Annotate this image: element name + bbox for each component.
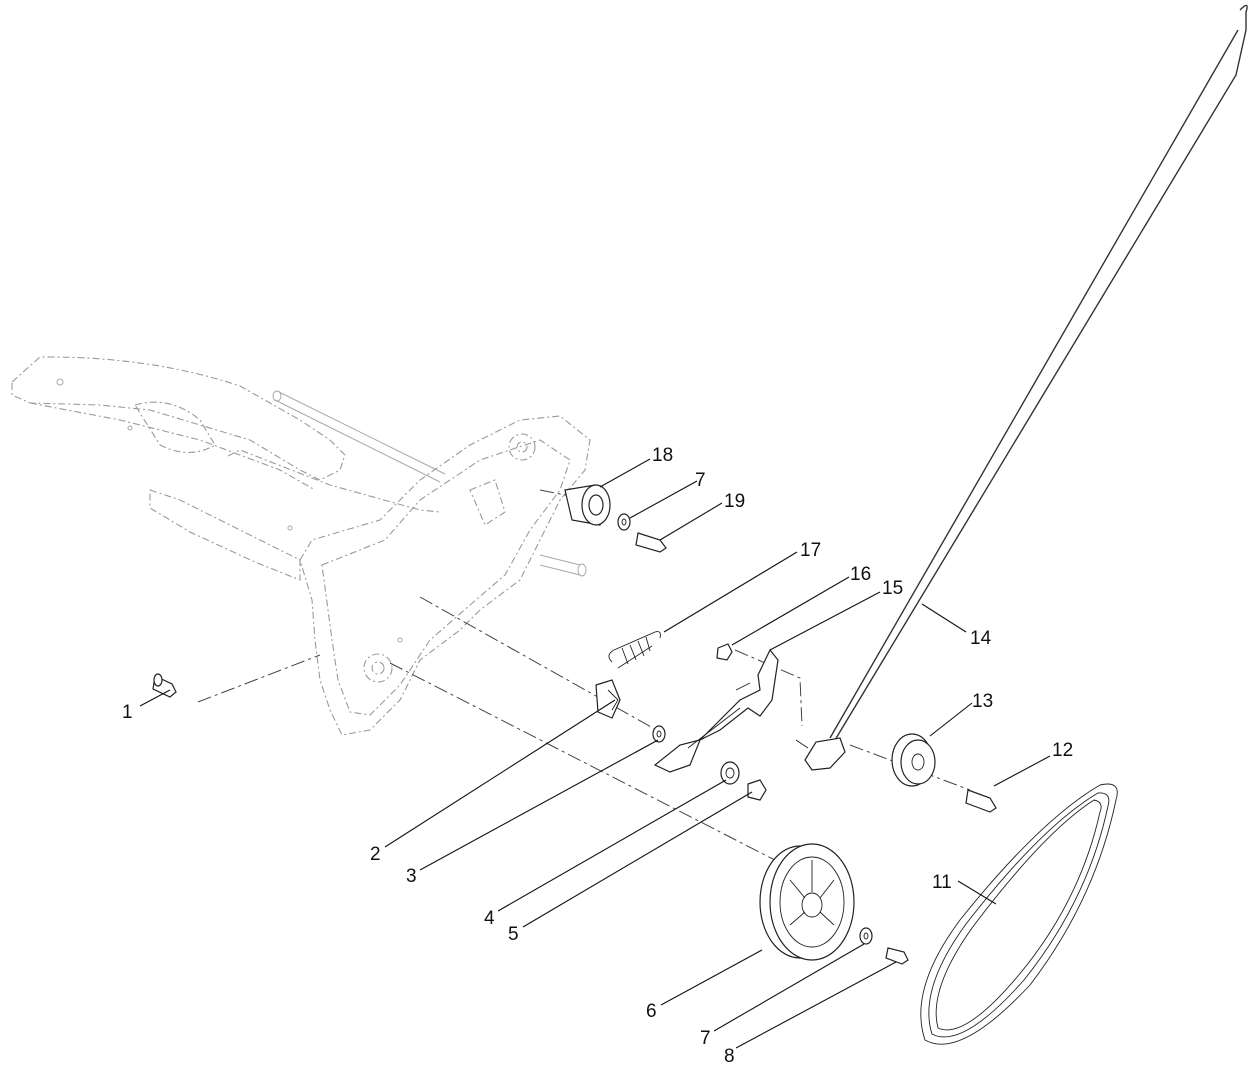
ghost-frame-housing bbox=[11, 356, 591, 736]
callout-7-lower: 7 bbox=[700, 1028, 711, 1049]
bolt-part-1 bbox=[152, 673, 177, 698]
cable-anchor-bracket bbox=[795, 737, 846, 771]
callout-labels: 1 2 3 4 5 6 7 7 8 11 12 13 14 15 16 17 1… bbox=[122, 445, 1073, 1067]
leader-lines bbox=[139, 458, 1051, 1049]
idler-arm-part-15 bbox=[653, 648, 779, 773]
bolt-part-19 bbox=[635, 532, 667, 553]
callout-17: 17 bbox=[800, 540, 821, 561]
callout-15: 15 bbox=[882, 578, 903, 599]
callout-3: 3 bbox=[406, 866, 417, 887]
bracket-part-2 bbox=[595, 679, 621, 719]
callout-19: 19 bbox=[724, 491, 745, 512]
callout-1: 1 bbox=[122, 702, 133, 723]
drive-pulley-part-6 bbox=[759, 843, 855, 961]
callout-8: 8 bbox=[724, 1046, 735, 1067]
spacer-part-4 bbox=[720, 761, 740, 785]
bolt-part-12 bbox=[965, 789, 997, 813]
callout-14: 14 bbox=[970, 628, 992, 649]
washer-part-7-upper bbox=[617, 513, 631, 531]
callout-7-upper: 7 bbox=[695, 470, 706, 491]
callout-13: 13 bbox=[972, 691, 993, 712]
callout-11: 11 bbox=[932, 872, 952, 893]
idler-pulley-part-13 bbox=[891, 733, 936, 787]
assembly-centerlines bbox=[197, 489, 971, 879]
spring-part-17 bbox=[608, 631, 661, 669]
drive-belt-part-11 bbox=[920, 783, 1118, 1045]
nut-part-16 bbox=[716, 643, 733, 661]
callout-5: 5 bbox=[508, 924, 519, 945]
washer-part-3 bbox=[652, 725, 666, 743]
callout-12: 12 bbox=[1052, 740, 1073, 761]
callout-2: 2 bbox=[370, 844, 381, 865]
control-cable bbox=[829, 4, 1248, 741]
callout-6: 6 bbox=[646, 1001, 657, 1022]
callout-4: 4 bbox=[484, 908, 495, 929]
callout-16: 16 bbox=[850, 564, 871, 585]
washer-part-7-lower bbox=[859, 927, 873, 945]
bearing-part-18 bbox=[564, 484, 611, 526]
bolt-part-8 bbox=[885, 947, 909, 965]
callout-18: 18 bbox=[652, 445, 673, 466]
nut-part-5 bbox=[747, 779, 767, 801]
